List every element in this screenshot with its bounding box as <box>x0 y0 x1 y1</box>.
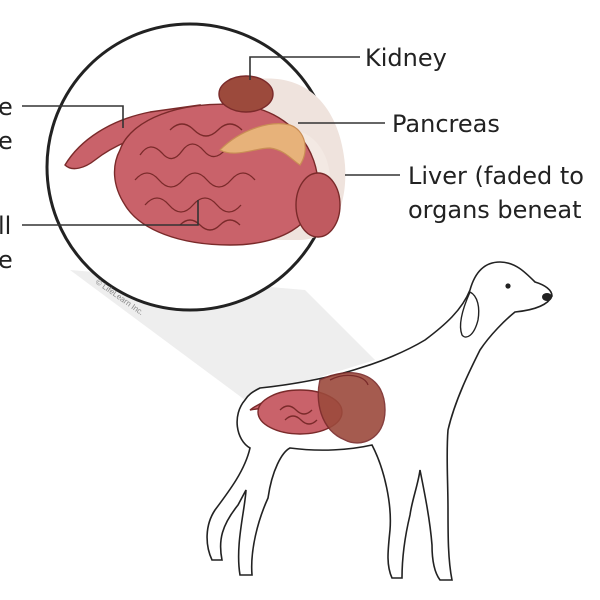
dog-nose <box>542 293 552 301</box>
intestine-loop <box>295 172 341 238</box>
label-small-intestine-line2: e <box>0 246 13 274</box>
leader-small-intestine <box>22 200 199 226</box>
leader-kidney <box>249 56 360 80</box>
label-large-intestine-line2: e <box>0 127 13 155</box>
label-liver-line2: organs beneat <box>408 196 582 224</box>
dog-eye <box>505 283 511 289</box>
pancreas <box>219 123 306 166</box>
dog-ear <box>459 291 480 338</box>
label-liver-line1: Liver (faded to <box>408 162 584 190</box>
kidney <box>218 75 274 113</box>
leader-large-intestine <box>22 105 124 128</box>
dog-organs <box>249 372 386 444</box>
label-pancreas: Pancreas <box>392 110 500 138</box>
label-small-intestine-line1: ll <box>0 212 11 240</box>
label-large-intestine-line1: e <box>0 93 13 121</box>
label-kidney: Kidney <box>365 44 447 72</box>
